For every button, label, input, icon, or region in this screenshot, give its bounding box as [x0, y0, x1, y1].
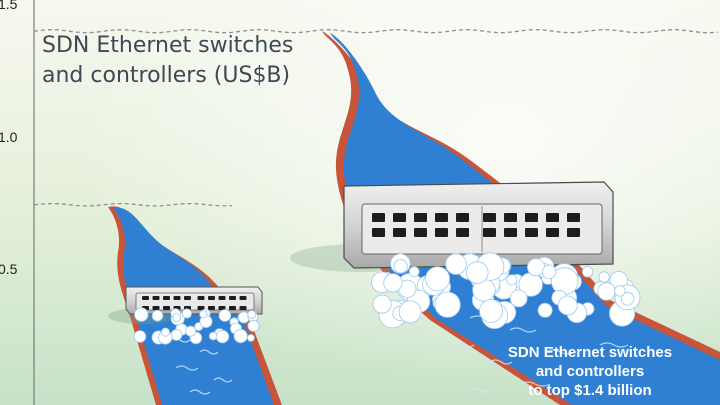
foam-bubble: [199, 310, 208, 319]
foam-icon: [133, 307, 260, 345]
switch-port: [525, 213, 538, 222]
switch-port: [435, 228, 448, 237]
ripple-mark: [544, 349, 576, 355]
ripple-mark: [449, 342, 475, 348]
foam-bubble: [398, 300, 422, 324]
switch-port: [414, 213, 427, 222]
foam-bubble: [557, 295, 578, 316]
foam-bubble: [372, 294, 392, 314]
switch-port: [456, 228, 469, 237]
switch-port: [546, 213, 559, 222]
switch-port: [504, 213, 517, 222]
switch-port: [208, 306, 215, 310]
chart-title-line-2: and controllers (US$B): [42, 63, 290, 88]
switch-port: [456, 213, 469, 222]
foam-bubble: [445, 253, 467, 275]
foam-bubble: [506, 274, 518, 286]
switch-port: [546, 228, 559, 237]
switch-port: [163, 296, 170, 300]
ripple-mark: [199, 349, 219, 355]
switch-port: [218, 296, 226, 300]
switch-port: [229, 306, 236, 310]
foam-bubble: [393, 259, 408, 274]
y-tick-label-1-0: 1.0: [0, 129, 18, 145]
chart-title-line-1: SDN Ethernet switches: [42, 33, 293, 58]
switch-icon: [108, 286, 263, 324]
ripple-mark: [599, 342, 629, 348]
ripple-mark: [469, 387, 491, 393]
foam-bubble: [185, 325, 197, 337]
foam-bubble: [170, 329, 183, 341]
switch-port: [163, 306, 170, 310]
y-tick-label-0-5: 0.5: [0, 261, 18, 277]
foam-bubble: [160, 327, 170, 337]
annotation-line-2: and controllers: [536, 363, 644, 380]
switch-port: [372, 228, 385, 237]
foam-bubble: [151, 309, 164, 322]
foam-bubble: [218, 309, 232, 322]
ripple-mark: [175, 365, 199, 371]
foam-bubble: [425, 266, 451, 292]
foam-bubble: [181, 308, 192, 319]
switch-port: [239, 306, 247, 310]
foam-bubble: [215, 329, 230, 344]
foam-bubble: [134, 307, 149, 322]
foam-bubble: [247, 319, 260, 332]
switch-port: [504, 228, 517, 237]
ripple-mark: [213, 377, 233, 383]
switch-port: [152, 306, 160, 310]
switch-port: [393, 213, 406, 222]
level-line-large: [33, 29, 719, 34]
switch-port: [239, 296, 247, 300]
switch-port: [525, 228, 538, 237]
ripple-mark: [519, 381, 551, 387]
foam-bubble: [614, 285, 626, 297]
switch-port: [372, 213, 385, 222]
ripple-mark: [509, 327, 537, 333]
switch-port: [184, 296, 191, 300]
foam-bubble: [408, 266, 420, 278]
switch-port: [208, 296, 215, 300]
foam-bubble: [527, 258, 546, 277]
switch-port: [414, 228, 427, 237]
switch-port: [142, 296, 149, 300]
switch-port: [218, 306, 226, 310]
switch-port: [197, 306, 205, 310]
level-line-small: [33, 202, 233, 207]
foam-bubble: [479, 299, 503, 323]
switch-port: [483, 228, 496, 237]
annotation-line-3: to top $1.4 billion: [528, 382, 651, 399]
foam-bubble: [597, 282, 616, 301]
switch-port: [393, 228, 406, 237]
foam-bubble: [542, 264, 557, 280]
foam-bubble: [133, 330, 147, 343]
foam-bubble: [233, 328, 248, 344]
switch-port: [435, 213, 448, 222]
foam-bubble: [620, 291, 635, 306]
ripple-mark: [189, 389, 211, 395]
foam-bubble: [598, 271, 610, 283]
switch-port: [173, 296, 181, 300]
switch-port: [567, 228, 580, 237]
switch-port: [483, 213, 496, 222]
switch-port: [567, 213, 580, 222]
foam-bubble: [383, 273, 403, 293]
foam-icon: [371, 252, 641, 330]
foam-bubble: [246, 333, 255, 342]
foam-bubble: [247, 310, 257, 319]
foam-bubble: [509, 289, 528, 308]
foam-bubble: [172, 313, 182, 323]
ripple-mark: [489, 359, 513, 365]
foam-bubble: [581, 266, 594, 278]
foam-bubble: [537, 302, 553, 318]
switch-port: [197, 296, 205, 300]
annotation-line-1: SDN Ethernet switches: [508, 344, 672, 361]
switch-port: [229, 296, 236, 300]
foam-bubble: [434, 291, 461, 318]
foam-bubble: [465, 261, 489, 284]
y-tick-label-1-5: 1.5: [0, 0, 18, 12]
switch-port: [152, 296, 160, 300]
